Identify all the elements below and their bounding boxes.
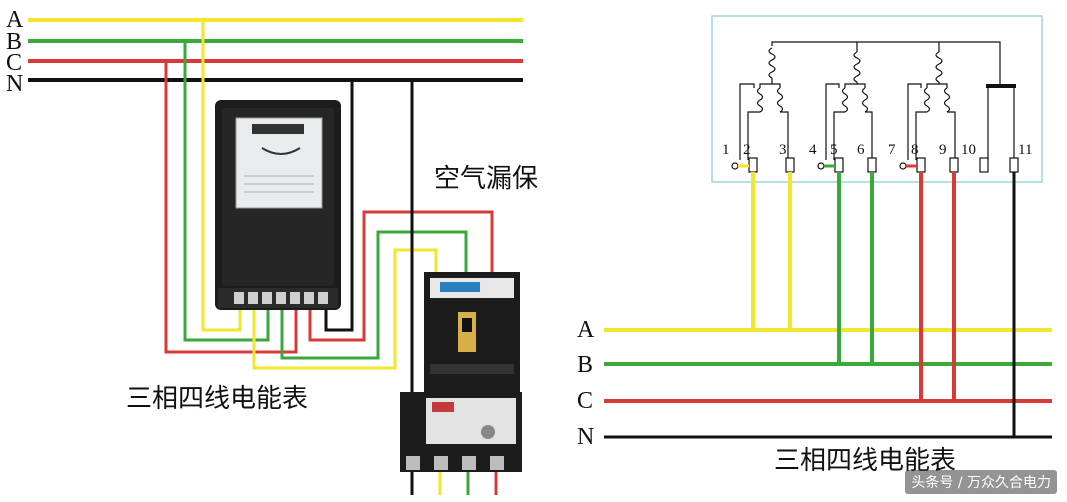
terminal-6: 6 (857, 142, 865, 158)
left-phase-label-n: N (6, 71, 24, 97)
terminal-4: 4 (809, 142, 817, 158)
current-coil-icon (739, 47, 789, 160)
left-wiring (28, 18, 523, 495)
left-phase-label-a: A (6, 7, 24, 33)
wire-b-in (183, 41, 270, 342)
terminal-5: 5 (830, 142, 838, 158)
meter-box-outline (711, 15, 1043, 183)
watermark: 头条号 / 万众久合电力 (905, 470, 1057, 494)
terminal-9: 9 (939, 142, 947, 158)
right-schematic (604, 15, 1052, 439)
current-coil-icon (825, 51, 873, 160)
terminal-8: 8 (911, 142, 919, 158)
terminal-3: 3 (779, 142, 787, 158)
left-phase-label-c: C (6, 50, 23, 76)
terminal-10: 10 (961, 142, 976, 158)
wire-b-out (280, 230, 468, 360)
right-phase-label-n: N (577, 424, 595, 450)
right-meter-label: 三相四线电能表 (774, 446, 957, 476)
wire-a-out (252, 248, 438, 370)
leakage-breaker-photo (400, 272, 522, 472)
terminal-1: 1 (722, 142, 730, 158)
left-phase-label-b: B (6, 29, 23, 55)
electric-meter-photo (215, 100, 341, 310)
wire-n-in (324, 80, 354, 332)
right-phase-label-a: A (577, 317, 595, 343)
wire-c-out (308, 210, 494, 342)
terminal-11: 11 (1018, 142, 1033, 158)
current-coil-icon (907, 51, 956, 160)
right-phase-label-b: B (577, 352, 594, 378)
left-meter-label: 三相四线电能表 (126, 384, 309, 414)
wire-a-in (201, 20, 242, 332)
right-phase-label-c: C (577, 388, 594, 414)
terminal-2: 2 (743, 142, 751, 158)
breaker-label: 空气漏保 (434, 164, 539, 194)
wire-c-in (164, 61, 298, 354)
terminal-7: 7 (888, 142, 896, 158)
